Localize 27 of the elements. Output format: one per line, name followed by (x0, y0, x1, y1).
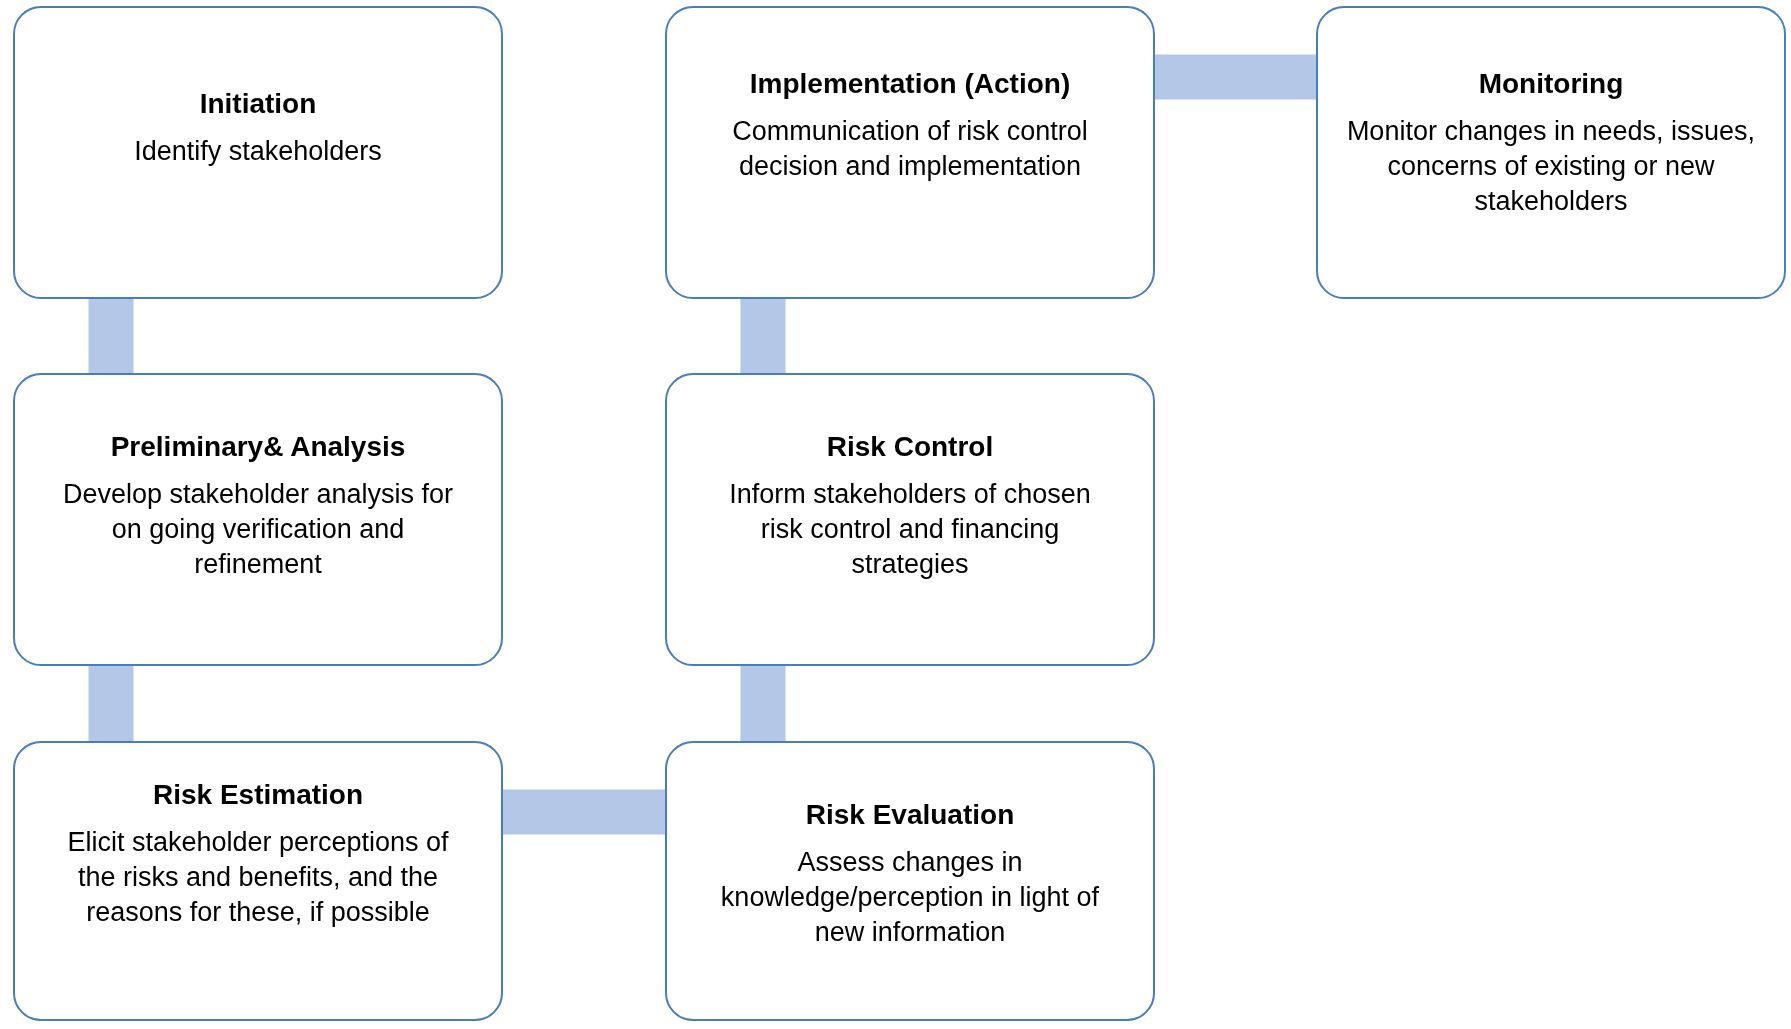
box-heading: Monitoring (1478, 68, 1624, 100)
process-box (665, 373, 1155, 666)
box-heading: Preliminary& Analysis (110, 431, 406, 463)
connector-bar (740, 666, 786, 741)
process-box (13, 373, 503, 666)
box-description: Identify stakeholders (134, 135, 382, 168)
connector-bar (88, 666, 134, 741)
box-description: Monitor changes in needs, issues, concerns of existing or new stakeholders (1345, 115, 1757, 219)
process-box (13, 741, 503, 1021)
box-heading: Risk Control (826, 431, 994, 463)
box-heading: Risk Evaluation (805, 799, 1015, 831)
box-description: Assess changes in knowledge/perception in light of new information (719, 846, 1101, 950)
box-heading: Implementation (Action) (749, 68, 1071, 100)
box-heading: Risk Estimation (152, 779, 364, 811)
process-box (665, 741, 1155, 1021)
connector-bar (1155, 54, 1316, 100)
process-box (665, 6, 1155, 299)
connector-bar (740, 299, 786, 373)
connector-bar (88, 299, 134, 373)
box-heading: Initiation (199, 88, 317, 120)
box-description: Communication of risk control decision and implementation (731, 115, 1089, 184)
box-description: Develop stakeholder analysis for on going verification and refinement (61, 478, 455, 582)
process-box (1316, 6, 1786, 299)
process-box (13, 6, 503, 299)
connector-bar (503, 789, 665, 835)
box-description: Elicit stakeholder perceptions of the risks and benefits, and the reasons for these, if possible (66, 826, 450, 930)
box-description: Inform stakeholders of chosen risk control and financing strategies (728, 478, 1092, 582)
